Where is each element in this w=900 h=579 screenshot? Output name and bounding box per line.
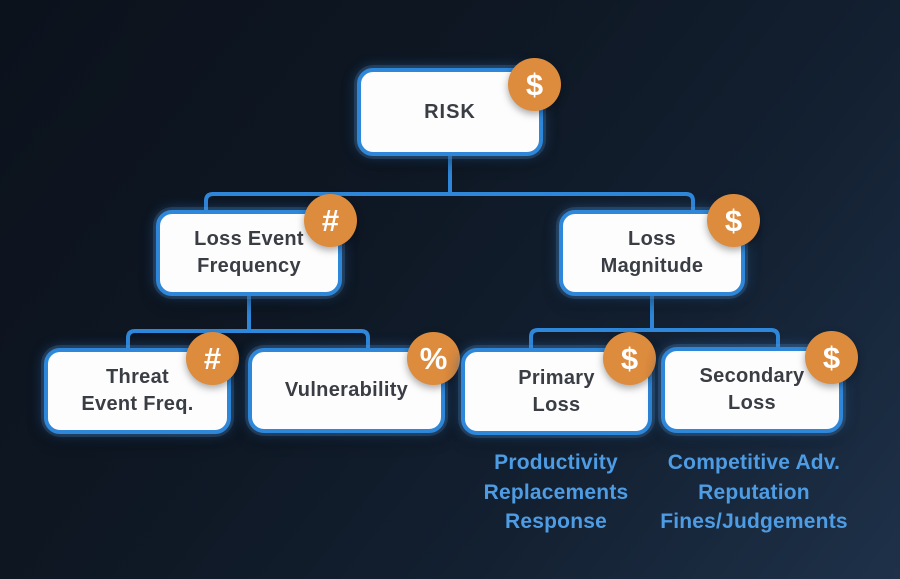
node-threat-event-freq-text: Event Freq.	[81, 393, 194, 415]
loss-type-item: Reputation	[698, 480, 810, 504]
node-loss-event-frequency: Loss Event Frequency #	[156, 194, 357, 296]
node-primary-loss-text: Primary	[518, 366, 595, 389]
dollar-icon: $	[805, 331, 858, 384]
dollar-icon: $	[603, 332, 656, 385]
node-secondary-loss-text: Secondary	[699, 365, 805, 387]
node-loss-magnitude-text: Magnitude	[600, 255, 704, 277]
hash-icon: #	[186, 332, 239, 385]
dollar-icon: $	[508, 58, 561, 111]
connector-level2-rail	[204, 192, 695, 214]
node-secondary-loss-text: Loss	[728, 392, 776, 414]
node-risk-text: RISK	[424, 100, 476, 123]
node-primary-loss-label: Primary Loss	[518, 365, 595, 419]
node-loss-magnitude-label: Loss Magnitude	[601, 226, 704, 280]
secondary-loss-types-list: Competitive Adv. Reputation Fines/Judgem…	[645, 448, 863, 537]
node-threat-event-freq-text: Threat	[106, 366, 169, 388]
node-threat-event-freq-label: Threat Event Freq.	[81, 364, 193, 418]
node-vulnerability: Vulnerability %	[248, 332, 460, 433]
node-vulnerability-text: Vulnerability	[284, 379, 409, 401]
hash-icon: #	[304, 194, 357, 247]
node-loss-event-frequency-label: Loss Event Frequency	[194, 226, 304, 280]
node-vulnerability-label: Vulnerability	[285, 377, 408, 404]
node-risk: RISK $	[357, 58, 561, 156]
connector-lm-children-rail	[529, 328, 780, 352]
percent-icon: %	[407, 332, 460, 385]
loss-type-item: Replacements	[483, 480, 629, 504]
loss-type-item: Productivity	[494, 451, 618, 474]
node-loss-magnitude-text: Loss	[628, 228, 676, 250]
node-risk-label: RISK	[424, 99, 476, 126]
node-secondary-loss: Secondary Loss $	[661, 331, 858, 433]
node-secondary-loss-label: Secondary Loss	[700, 363, 805, 417]
loss-type-item: Competitive Adv.	[667, 451, 841, 474]
node-loss-magnitude: Loss Magnitude $	[559, 194, 760, 296]
node-threat-event-freq: Threat Event Freq. #	[44, 332, 239, 434]
node-primary-loss: Primary Loss $	[461, 332, 656, 435]
node-primary-loss-text: Loss	[532, 393, 581, 416]
node-loss-event-frequency-text: Frequency	[197, 255, 301, 277]
primary-loss-types-list: Productivity Replacements Response	[450, 448, 662, 537]
connector-lef-children-rail	[126, 329, 370, 352]
loss-type-item: Fines/Judgements	[660, 510, 848, 533]
node-loss-event-frequency-text: Loss Event	[194, 228, 304, 250]
dollar-icon: $	[707, 194, 760, 247]
loss-type-item: Response	[505, 510, 607, 533]
